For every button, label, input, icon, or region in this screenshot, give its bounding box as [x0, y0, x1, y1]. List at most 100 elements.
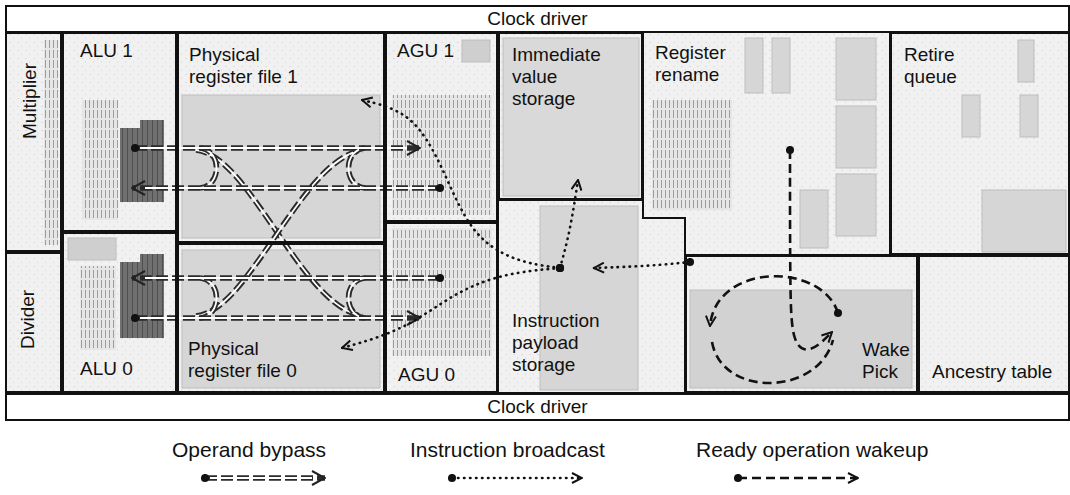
floorplan-block: Instruction payload storage — [498, 200, 685, 393]
legend-sample — [726, 468, 870, 488]
sram-array — [503, 38, 639, 196]
alu-datapath — [140, 120, 164, 130]
bypass-crossing — [200, 278, 217, 318]
legend-sample — [193, 468, 337, 488]
die-texture — [5, 32, 1070, 393]
clock-band: Clock driver — [5, 393, 1070, 421]
block-label: Divider — [17, 290, 39, 349]
logic-stripes — [392, 95, 492, 215]
bypass-crossing — [200, 148, 217, 188]
legend-label: Instruction broadcast — [410, 438, 605, 462]
sram-array — [182, 95, 380, 238]
bypass-line-core — [145, 187, 435, 189]
bypass-line-core — [145, 277, 435, 279]
block-label: Physical register file 0 — [188, 338, 318, 382]
broadcast-line — [560, 180, 578, 268]
floorplan-block: AGU 1 — [385, 32, 498, 222]
floorplan-block: Wake Pick — [685, 255, 918, 393]
block-label: ALU 0 — [80, 358, 133, 380]
block-label: ALU 1 — [80, 40, 133, 62]
sram-array — [836, 174, 876, 236]
bypass-crossing — [349, 148, 366, 188]
sram-array — [1018, 40, 1034, 82]
sram-array — [772, 38, 790, 93]
sram-array — [800, 190, 828, 248]
wakeup-line — [790, 150, 832, 349]
sram-array — [982, 190, 1066, 252]
wakeup-loop — [710, 276, 838, 326]
block-label: Wake Pick — [862, 339, 917, 383]
broadcast-line — [362, 100, 560, 268]
floorplan-block: ALU 1 — [62, 32, 177, 232]
alu-datapath — [140, 254, 164, 264]
alu-datapath — [120, 128, 164, 202]
floorplan-block: Register rename — [643, 32, 890, 255]
floorplan-block: Retire queue — [890, 32, 1070, 255]
sram-array — [1020, 95, 1038, 137]
block-label: Clock driver — [7, 8, 1068, 30]
sram-array — [462, 40, 490, 62]
block-label: Retire queue — [904, 44, 984, 88]
bypass-crossing — [196, 148, 365, 318]
broadcast-connector — [560, 180, 578, 268]
block-label: Multiplier — [19, 63, 41, 139]
logic-stripes — [82, 100, 118, 220]
sram-array — [836, 106, 876, 168]
block-outline — [643, 32, 890, 255]
wakeup-loop — [710, 276, 838, 383]
sram-array — [68, 238, 116, 260]
floorplan-block: AGU 0 — [385, 222, 498, 393]
bypass-crossing — [196, 150, 362, 316]
block-label: AGU 1 — [397, 40, 454, 62]
bypass-line-core — [140, 317, 407, 319]
block-label: Register rename — [655, 42, 755, 86]
bypass-crossing — [349, 278, 366, 318]
block-label: Clock driver — [7, 396, 1068, 418]
bypass-crossing — [196, 150, 362, 316]
die-texture — [5, 32, 1070, 393]
legend-label: Ready operation wakeup — [696, 438, 928, 462]
block-outline — [498, 200, 685, 393]
logic-stripes — [44, 40, 58, 245]
block-label: Immediate value storage — [512, 44, 612, 110]
legend-item: Operand bypass — [172, 438, 326, 462]
block-label: AGU 0 — [398, 364, 455, 386]
legend-item: Ready operation wakeup — [696, 438, 928, 462]
sram-array — [745, 38, 763, 93]
bypass-line — [205, 475, 325, 481]
floorplan-block: Immediate value storage — [498, 32, 643, 200]
wakeup-connector — [790, 150, 832, 349]
logic-stripes — [652, 100, 732, 210]
bypass-crossing — [196, 150, 362, 316]
broadcast-connector — [594, 262, 690, 268]
bypass-crossing — [200, 148, 217, 188]
sram-array — [836, 38, 876, 100]
floorplan-block: ALU 0 — [62, 232, 177, 393]
alu-datapath — [120, 120, 164, 338]
floorplan-block: Physical register file 1 — [177, 32, 385, 243]
bypass-crossing — [349, 148, 366, 188]
clock-band: Clock driver — [5, 5, 1070, 33]
bypass-crossing — [196, 150, 362, 316]
block-label: Instruction payload storage — [512, 310, 612, 376]
legend-label: Operand bypass — [172, 438, 326, 462]
broadcast-line — [594, 262, 690, 268]
sram-array — [962, 95, 980, 137]
legend-sample — [440, 468, 594, 488]
block-label: Physical register file 1 — [189, 44, 319, 88]
logic-stripes — [80, 266, 116, 350]
bypass-line-core — [140, 147, 407, 149]
wakeup-line — [738, 477, 858, 480]
broadcast-connector — [362, 100, 560, 268]
logic-stripes — [44, 40, 732, 356]
floorplan-block: Physical register file 0 — [177, 243, 385, 393]
alu-datapath — [120, 262, 164, 338]
legend-item: Instruction broadcast — [410, 438, 605, 462]
bypass-line-core — [210, 477, 312, 479]
floorplan-block: Ancestry table — [918, 255, 1070, 393]
bypass-crossing — [349, 278, 366, 318]
broadcast-line — [452, 477, 582, 480]
floorplan-block: Multiplier — [5, 32, 62, 252]
logic-stripes — [392, 228, 492, 356]
